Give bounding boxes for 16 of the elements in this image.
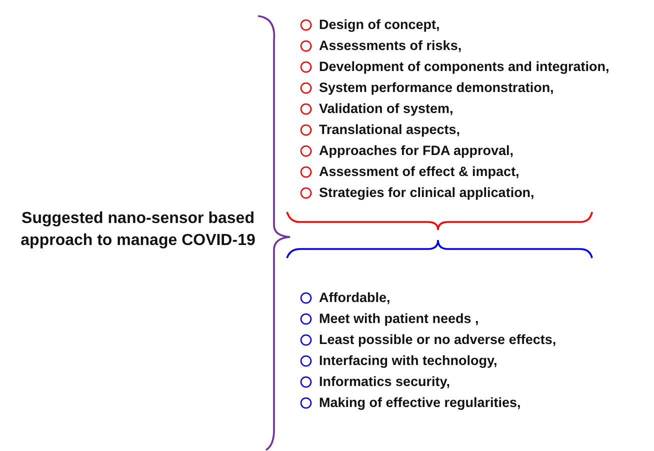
list-item-text: Least possible or no adverse effects,: [319, 332, 556, 347]
list-item-text: Approaches for FDA approval,: [319, 143, 514, 158]
list-item-text: Strategies for clinical application,: [319, 185, 534, 200]
list-item-text: Making of effective regularities,: [319, 395, 521, 410]
list-item-text: Meet with patient needs ,: [319, 311, 479, 326]
list-item-text: Informatics security,: [319, 374, 450, 389]
list-item-text: Design of concept,: [319, 17, 440, 32]
list-item-text: Translational aspects,: [319, 122, 460, 137]
list-item-text: Validation of system,: [319, 101, 454, 116]
list-item-text: Affordable,: [319, 290, 390, 305]
list-item-text: Interfacing with technology,: [319, 353, 498, 368]
list-item-text: Development of components and integration,: [319, 59, 610, 74]
list-item-text: System performance demonstration,: [319, 80, 554, 95]
list-item-text: Assessment of effect & impact,: [319, 164, 520, 179]
heading-text: Suggested nano-sensor based approach to manage COVID-19: [20, 209, 256, 251]
list-item-text: Assessments of risks,: [319, 38, 462, 53]
